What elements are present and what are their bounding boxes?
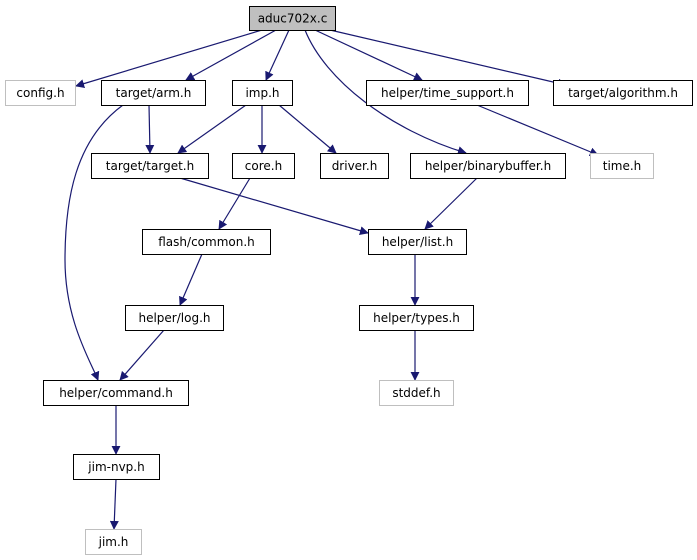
- edge-root-to-config: [75, 29, 263, 88]
- node-jimnvp[interactable]: jim-nvp.h: [73, 454, 160, 480]
- node-list[interactable]: helper/list.h: [368, 229, 467, 255]
- node-box-jim: [85, 529, 142, 555]
- edge-timesupport-to-time: [476, 104, 599, 157]
- node-label-types: helper/types.h: [373, 311, 460, 325]
- node-box-root: [249, 6, 336, 31]
- edge-root-to-timesupport: [314, 29, 423, 81]
- node-label-driver: driver.h: [332, 159, 378, 173]
- node-label-binarybuffer: helper/binarybuffer.h: [425, 159, 551, 173]
- node-time: time.h: [590, 153, 654, 179]
- edge-imp-to-target: [177, 104, 247, 154]
- edge-root-to-binarybuffer: [304, 29, 467, 155]
- node-target[interactable]: target/target.h: [91, 153, 209, 179]
- node-label-time: time.h: [603, 159, 642, 173]
- node-label-list: helper/list.h: [382, 235, 453, 249]
- node-arm[interactable]: target/arm.h: [101, 80, 206, 106]
- node-box-types: [359, 305, 474, 331]
- nodes-layer: aduc702x.c config.h target/arm.h imp.h helpe…: [5, 6, 693, 555]
- node-label-flashcommon: flash/common.h: [158, 235, 255, 249]
- node-stddef: stddef.h: [379, 380, 454, 406]
- node-box-flashcommon: [142, 229, 271, 255]
- node-log[interactable]: helper/log.h: [125, 305, 224, 331]
- node-box-core: [232, 153, 295, 179]
- edge-target-to-list: [179, 177, 369, 236]
- node-box-stddef: [379, 380, 454, 406]
- node-label-arm: target/arm.h: [116, 86, 192, 100]
- node-label-stddef: stddef.h: [392, 386, 440, 400]
- edge-log-to-command: [119, 329, 165, 381]
- node-imp[interactable]: imp.h: [232, 80, 293, 106]
- node-root: aduc702x.c: [249, 6, 336, 31]
- node-box-binarybuffer: [410, 153, 566, 179]
- node-label-config: config.h: [16, 86, 64, 100]
- node-core[interactable]: core.h: [232, 153, 295, 179]
- node-box-driver: [320, 153, 389, 179]
- node-box-command: [43, 380, 189, 406]
- node-box-timesupport: [366, 80, 529, 106]
- node-flashcommon[interactable]: flash/common.h: [142, 229, 271, 255]
- node-config: config.h: [5, 80, 76, 106]
- node-label-root: aduc702x.c: [258, 12, 328, 26]
- node-box-jimnvp: [73, 454, 160, 480]
- node-label-log: helper/log.h: [138, 311, 210, 325]
- node-label-command: helper/command.h: [59, 386, 173, 400]
- node-timesupport[interactable]: helper/time_support.h: [366, 80, 529, 106]
- node-driver[interactable]: driver.h: [320, 153, 389, 179]
- edges-layer: [64, 29, 599, 530]
- node-label-jim: jim.h: [98, 535, 129, 549]
- node-label-target: target/target.h: [106, 159, 194, 173]
- node-jim: jim.h: [85, 529, 142, 555]
- edge-root-to-algorithm: [329, 29, 567, 88]
- node-box-time: [590, 153, 654, 179]
- node-label-timesupport: helper/time_support.h: [381, 86, 514, 100]
- node-box-log: [125, 305, 224, 331]
- edge-binarybuffer-to-list: [424, 177, 478, 230]
- edge-arm-to-target: [145, 104, 155, 154]
- node-label-jimnvp: jim-nvp.h: [87, 460, 144, 474]
- edge-root-to-arm: [185, 29, 277, 81]
- node-label-core: core.h: [245, 159, 282, 173]
- node-box-algorithm: [553, 80, 693, 106]
- edge-flashcommon-to-log: [179, 253, 203, 306]
- edge-imp-to-driver: [278, 104, 337, 154]
- edge-root-to-imp: [265, 29, 290, 81]
- edge-core-to-flashcommon: [218, 177, 251, 230]
- node-box-config: [5, 80, 76, 106]
- node-command[interactable]: helper/command.h: [43, 380, 189, 406]
- edge-arm-to-command: [64, 104, 124, 381]
- node-algorithm[interactable]: target/algorithm.h: [553, 80, 693, 106]
- node-box-target: [91, 153, 209, 179]
- node-binarybuffer[interactable]: helper/binarybuffer.h: [410, 153, 566, 179]
- node-box-imp: [232, 80, 293, 106]
- node-types[interactable]: helper/types.h: [359, 305, 474, 331]
- node-box-list: [368, 229, 467, 255]
- edge-jimnvp-to-jim: [109, 478, 119, 530]
- node-label-imp: imp.h: [245, 86, 279, 100]
- node-box-arm: [101, 80, 206, 106]
- node-label-algorithm: target/algorithm.h: [568, 86, 678, 100]
